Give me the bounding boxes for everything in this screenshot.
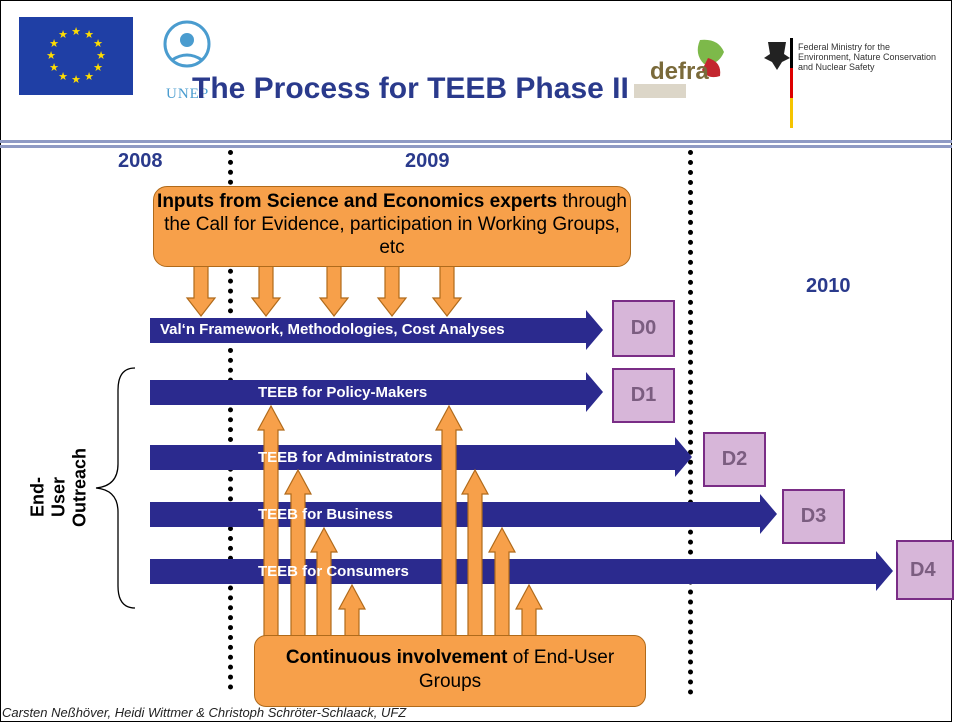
bar-arrow-d2	[150, 437, 692, 477]
inputs-box: Inputs from Science and Economics expert…	[153, 186, 631, 267]
outreach-brace	[95, 367, 136, 609]
bar-arrow-d3	[150, 494, 777, 534]
deliverable-d1: D1	[612, 368, 675, 423]
deliverable-d4: D4	[896, 540, 954, 600]
svg-text:★: ★	[84, 28, 94, 41]
deliverable-d0: D0	[612, 300, 675, 357]
input-arrow-1	[185, 265, 217, 317]
defra-logo	[634, 39, 724, 98]
up-arrow-1	[256, 404, 286, 638]
bar-label-d4: TEEB for Consumers	[258, 563, 409, 580]
svg-text:★: ★	[93, 61, 103, 74]
deliverable-d2: D2	[703, 432, 766, 487]
svg-text:★: ★	[46, 49, 56, 62]
up-arrow-8	[514, 583, 544, 638]
input-arrow-3	[318, 265, 350, 317]
footer-credits: Carsten Neßhöver, Heidi Wittmer & Christ…	[2, 705, 407, 720]
up-arrow-5	[434, 404, 464, 638]
up-arrow-3	[309, 526, 339, 638]
bar-arrow-d4	[150, 551, 893, 591]
involvement-box: Continuous involvement of End-User Group…	[254, 635, 646, 707]
bar-label-d0: Val‘n Framework, Methodologies, Cost Ana…	[160, 321, 505, 338]
unep-logo	[163, 20, 211, 68]
svg-text:★: ★	[71, 25, 81, 38]
bar-arrow-d1	[150, 372, 603, 412]
bmu-logo-text: Federal Ministry for the Environment, Na…	[798, 42, 937, 72]
up-arrow-2	[283, 468, 313, 638]
up-arrow-4	[337, 583, 367, 638]
svg-text:★: ★	[49, 37, 59, 50]
year-2008-label: 2008	[118, 150, 163, 172]
input-arrow-2	[250, 265, 282, 317]
year-divider-2009-2010	[688, 150, 693, 695]
bar-label-d2: TEEB for Administrators	[258, 449, 433, 466]
defra-logo-text: defra	[650, 58, 709, 85]
involvement-box-rest: of End-User Groups	[418, 647, 615, 692]
input-arrow-5	[431, 265, 463, 317]
slide-title: The Process for TEEB Phase II	[192, 72, 629, 105]
svg-text:★: ★	[58, 28, 68, 41]
svg-text:★: ★	[49, 61, 59, 74]
inputs-box-rest: through the Call for Evidence, participa…	[164, 191, 627, 258]
svg-text:★: ★	[71, 73, 81, 86]
german-eagle-logo	[764, 38, 793, 128]
input-arrow-4	[376, 265, 408, 317]
unep-logo-text: UNEP	[166, 86, 210, 102]
bar-arrow-d0	[150, 310, 603, 350]
bar-label-d3: TEEB for Business	[258, 506, 394, 523]
eu-flag-logo: ★★★★ ★★★★ ★★★★	[19, 17, 133, 95]
svg-text:★: ★	[58, 70, 68, 83]
up-arrow-7	[487, 526, 517, 638]
up-arrow-6	[460, 468, 490, 638]
year-2010-label: 2010	[806, 275, 851, 297]
end-user-outreach-label: End-User Outreach	[27, 447, 90, 527]
deliverable-d3: D3	[782, 489, 845, 544]
header-divider-top	[0, 140, 952, 143]
year-divider-2008-2009	[228, 150, 233, 690]
involvement-box-bold: Continuous involvement	[285, 647, 508, 668]
inputs-box-bold: Inputs from Science and Economics expert…	[157, 191, 558, 212]
header-divider-bottom	[0, 145, 952, 148]
bar-label-d1: TEEB for Policy-Makers	[258, 384, 428, 401]
svg-text:★: ★	[96, 49, 106, 62]
svg-text:★: ★	[84, 70, 94, 83]
svg-text:★: ★	[93, 37, 103, 50]
year-2009-label: 2009	[405, 150, 450, 172]
